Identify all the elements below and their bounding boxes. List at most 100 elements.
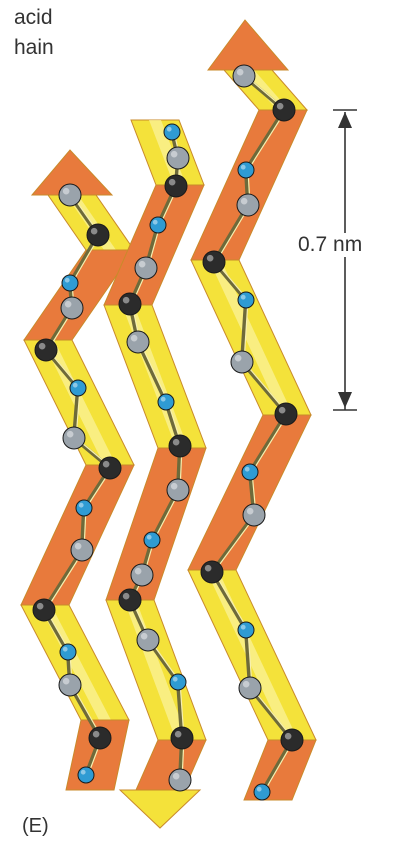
strand-highlight	[209, 260, 293, 415]
atom-shine	[172, 438, 180, 446]
strand-arrowhead	[207, 19, 290, 71]
atom-shine	[170, 482, 178, 490]
alpha-carbon-atom	[166, 478, 190, 502]
nitrogen-atom	[69, 379, 87, 397]
backbone-bond	[210, 513, 256, 574]
nitrogen-atom	[75, 499, 93, 517]
scale-bar-bottom-arrow	[338, 392, 352, 408]
nitrogen-atom	[163, 123, 181, 141]
atom-shine	[80, 769, 86, 775]
atom-shine	[90, 227, 98, 235]
caption-line-2: hain	[14, 36, 54, 59]
alpha-carbon-atom	[236, 193, 260, 217]
atom-shine	[244, 466, 250, 472]
atom-shine	[172, 676, 178, 682]
nitrogen-atom	[143, 531, 161, 549]
carbon-atom	[274, 402, 298, 426]
atom-shine	[92, 730, 100, 738]
nitrogen-atom	[77, 766, 95, 784]
atom-shine	[242, 680, 250, 688]
atom-shine	[276, 102, 284, 110]
atom-shine	[284, 732, 292, 740]
atom-shine	[78, 502, 84, 508]
nitrogen-atom	[157, 393, 175, 411]
backbone-bond	[244, 108, 286, 172]
atom-shine	[140, 632, 148, 640]
caption-line-1: acid	[14, 6, 53, 29]
alpha-carbon-atom	[168, 768, 192, 792]
atom-shine	[134, 567, 142, 575]
atom-shine	[206, 254, 214, 262]
atom-shine	[62, 187, 70, 195]
carbon-atom	[34, 338, 58, 362]
scale-bar-label: 0.7 nm	[296, 233, 365, 257]
nitrogen-atom	[59, 643, 77, 661]
alpha-carbon-atom	[232, 64, 256, 88]
carbon-atom	[202, 250, 226, 274]
carbon-atom	[280, 728, 304, 752]
backbone-right	[200, 64, 304, 801]
atom-shine	[36, 602, 44, 610]
atom-shine	[246, 507, 254, 515]
atom-shine	[66, 430, 74, 438]
atom-shine	[152, 219, 158, 225]
alpha-carbon-atom	[58, 183, 82, 207]
alpha-carbon-atom	[238, 676, 262, 700]
carbon-atom	[200, 560, 224, 584]
scale-bar	[333, 109, 357, 411]
atom-shine	[146, 534, 152, 540]
atom-shine	[122, 592, 130, 600]
backbone-bond-highlight	[213, 571, 249, 631]
alpha-carbon-atom	[136, 628, 160, 652]
atoms-group	[32, 64, 304, 801]
atom-shine	[204, 564, 212, 572]
atom-shine	[240, 164, 246, 170]
atom-shine	[174, 730, 182, 738]
alpha-carbon-atom	[62, 426, 86, 450]
alpha-carbon-atom	[230, 350, 254, 374]
alpha-carbon-atom	[126, 330, 150, 354]
carbon-atom	[32, 598, 56, 622]
carbon-atom	[168, 434, 192, 458]
alpha-carbon-atom	[166, 146, 190, 170]
scale-bar-top-arrow	[338, 112, 352, 128]
atom-shine	[74, 542, 82, 550]
atom-shine	[278, 406, 286, 414]
alpha-carbon-atom	[70, 538, 94, 562]
atom-shine	[168, 178, 176, 186]
carbon-atom	[86, 223, 110, 247]
atom-shine	[38, 342, 46, 350]
atom-shine	[234, 354, 242, 362]
atom-shine	[240, 624, 246, 630]
atom-shine	[236, 68, 244, 76]
alpha-carbon-atom	[58, 673, 82, 697]
carbon-atom	[118, 292, 142, 316]
carbon-atom	[88, 726, 112, 750]
beta-strands-group	[20, 19, 317, 829]
atom-shine	[64, 277, 70, 283]
backbone-left	[32, 183, 122, 784]
atom-shine	[62, 677, 70, 685]
alpha-carbon-atom	[134, 256, 158, 280]
alpha-carbon-atom	[130, 563, 154, 587]
atom-shine	[170, 150, 178, 158]
atom-shine	[256, 786, 262, 792]
atom-shine	[160, 396, 166, 402]
carbon-atom	[118, 588, 142, 612]
carbon-atom	[164, 174, 188, 198]
nitrogen-atom	[61, 274, 79, 292]
atom-shine	[102, 460, 110, 468]
nitrogen-atom	[237, 161, 255, 179]
strand-pleat	[187, 414, 312, 571]
atom-shine	[240, 197, 248, 205]
carbon-atom	[98, 456, 122, 480]
nitrogen-atom	[149, 216, 167, 234]
alpha-carbon-atom	[242, 503, 266, 527]
atom-shine	[172, 772, 180, 780]
nitrogen-atom	[253, 783, 271, 801]
alpha-carbon-atom	[60, 296, 84, 320]
carbon-atom	[170, 726, 194, 750]
atom-shine	[240, 294, 246, 300]
